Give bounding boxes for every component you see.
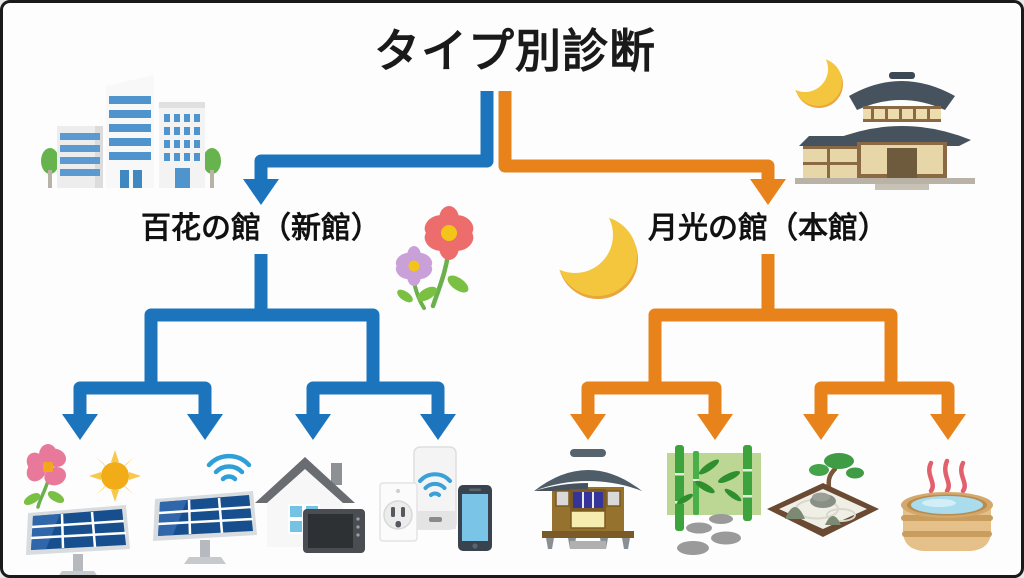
left-branch-lines (73, 91, 494, 416)
smart-home-tablet-icon (253, 443, 373, 571)
wifi-solar-panel-icon (145, 443, 265, 571)
right-branch-arrowheads (570, 179, 966, 440)
japanese-house-icon (528, 443, 648, 571)
left-branch-arrowheads (62, 179, 456, 440)
wooden-bath-icon (887, 443, 1007, 571)
zen-garden-icon (763, 443, 883, 571)
page-title: タイプ別診断 (374, 25, 656, 77)
crescent-moon-icon (537, 197, 642, 305)
japanese-temple-icon (782, 46, 997, 196)
right-branch-lines (498, 91, 955, 416)
flower-sun-solar-panel-icon (20, 443, 141, 575)
connector-lines (62, 91, 966, 440)
city-buildings-icon (41, 58, 221, 193)
smart-outlet-router-phone-icon (378, 443, 498, 571)
crescent-moon-icon (782, 46, 843, 108)
branch-label-gekko: 月光の館（本館） (648, 212, 888, 245)
bamboo-garden-icon (655, 443, 775, 571)
branch-label-hyakka: 百花の館（新館） (141, 212, 381, 245)
flowers-icon (389, 200, 485, 318)
